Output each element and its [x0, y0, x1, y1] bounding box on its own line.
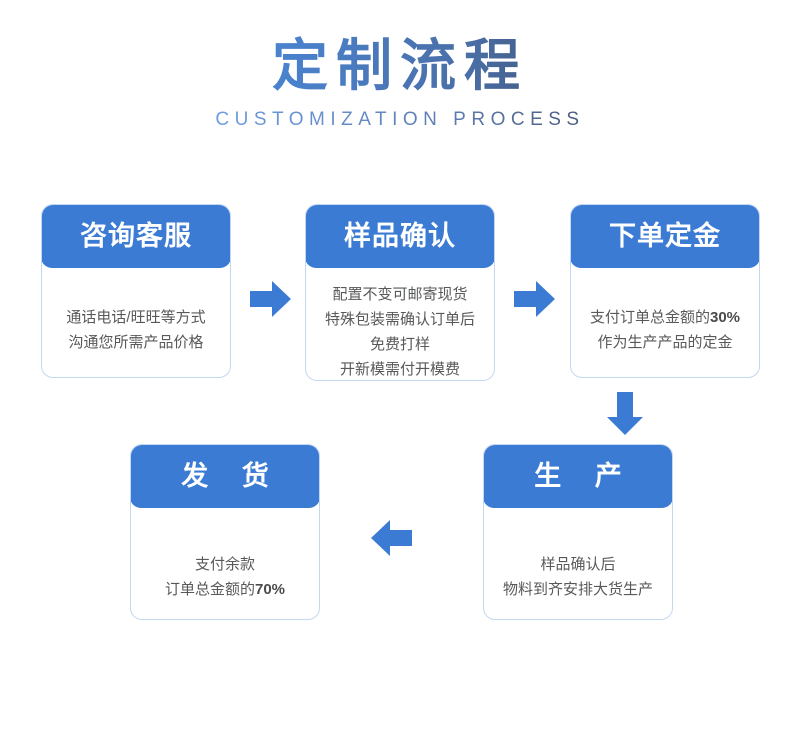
flow-step-header-production: 生 产 [484, 445, 672, 508]
page-title: 定制流程 [0, 0, 800, 94]
flow-step-title: 发 货 [181, 460, 282, 491]
flow-step-line: 配置不变可邮寄现货 [332, 285, 468, 303]
page-subtitle: CUSTOMIZATION PROCESS [0, 94, 800, 129]
flow-step-line: 开新模需付开模费 [339, 360, 460, 378]
arrow-down-icon [606, 392, 644, 436]
arrow-right-icon [514, 280, 556, 318]
flow-step-title: 样品确认 [344, 220, 456, 251]
arrow-left-icon [370, 519, 412, 557]
arrow-right-icon [250, 280, 292, 318]
flow-step-card-deposit[interactable]: 下单定金 支付订单总金额的30% 作为生产产品的定金 [570, 204, 760, 378]
flow-step-line: 通话电话/旺旺等方式 [66, 309, 206, 326]
flow-step-line: 物料到齐安排大货生产 [502, 581, 653, 598]
flow-step-line: 特殊包装需确认订单后 [324, 310, 475, 328]
flow-step-title: 下单定金 [609, 220, 721, 251]
flow-step-card-sample-confirm[interactable]: 样品确认 配置不变可邮寄现货 特殊包装需确认订单后 免费打样 开新模需付开模费 [305, 204, 495, 381]
flow-step-body-consult: 通话电话/旺旺等方式 沟通您所需产品价格 [42, 268, 230, 377]
flow-step-line: 支付订单总金额的30% [589, 309, 741, 326]
flow-step-card-shipping[interactable]: 发 货 支付余款 订单总金额的70% [130, 444, 320, 620]
flow-step-body-production: 样品确认后 物料到齐安排大货生产 [484, 508, 672, 619]
flow-step-card-consult[interactable]: 咨询客服 通话电话/旺旺等方式 沟通您所需产品价格 [41, 204, 231, 378]
flow-step-line: 支付余款 [194, 556, 255, 573]
page-header: 定制流程 CUSTOMIZATION PROCESS [0, 0, 800, 130]
flow-step-body-shipping: 支付余款 订单总金额的70% [131, 508, 319, 619]
flow-step-body-deposit: 支付订单总金额的30% 作为生产产品的定金 [571, 268, 759, 377]
flow-step-line: 订单总金额的70% [164, 581, 286, 598]
flow-step-card-production[interactable]: 生 产 样品确认后 物料到齐安排大货生产 [483, 444, 673, 620]
flow-step-line: 免费打样 [369, 335, 430, 353]
flow-step-header-deposit: 下单定金 [571, 205, 759, 268]
flow-step-header-shipping: 发 货 [131, 445, 319, 508]
flow-step-title: 生 产 [534, 460, 635, 491]
flow-step-header-consult: 咨询客服 [42, 205, 230, 268]
flow-step-title: 咨询客服 [80, 220, 192, 251]
flow-step-line: 沟通您所需产品价格 [68, 334, 204, 351]
flow-step-header-sample-confirm: 样品确认 [306, 205, 494, 268]
flow-step-line: 样品确认后 [540, 556, 616, 573]
flow-step-body-sample-confirm: 配置不变可邮寄现货 特殊包装需确认订单后 免费打样 开新模需付开模费 [306, 268, 494, 380]
flow-step-line: 作为生产产品的定金 [597, 334, 733, 351]
